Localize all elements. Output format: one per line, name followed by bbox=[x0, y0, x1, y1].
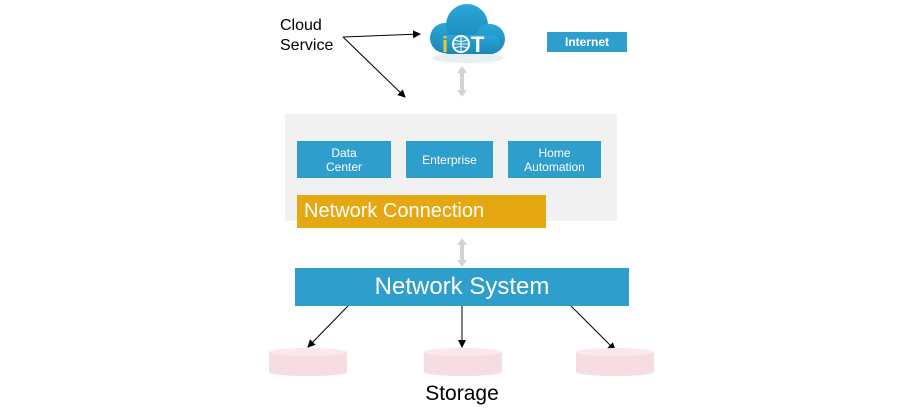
home-automation-box: Home Automation bbox=[508, 141, 601, 178]
data-center-line2: Center bbox=[325, 159, 363, 174]
network-system-bar: Network System bbox=[295, 268, 629, 306]
storage-arrow-left bbox=[307, 305, 349, 348]
svg-text:i: i bbox=[442, 32, 448, 57]
pointer-arrow-to-panel bbox=[342, 36, 406, 98]
home-automation-line1: Home bbox=[538, 145, 571, 160]
double-arrow-icon bbox=[457, 238, 467, 267]
storage-disk-icon bbox=[269, 348, 347, 376]
cloud-service-label-line1: Cloud bbox=[280, 17, 322, 34]
cloud-service-label-line2: Service bbox=[280, 37, 334, 54]
storage-arrow-right bbox=[570, 305, 616, 351]
network-connection-bar: Network Connection bbox=[297, 195, 546, 228]
internet-tag: Internet bbox=[547, 32, 627, 52]
data-center-line1: Data bbox=[331, 145, 357, 160]
pointer-arrow-to-cloud bbox=[342, 30, 421, 39]
data-center-box: Data Center bbox=[297, 141, 391, 178]
storage-label: Storage bbox=[425, 382, 499, 405]
double-arrow-icon bbox=[457, 66, 467, 97]
iot-cloud-icon: i T bbox=[430, 4, 505, 63]
network-connection-label: Network Connection bbox=[304, 200, 485, 222]
enterprise-box: Enterprise bbox=[406, 141, 493, 178]
home-automation-line2: Automation bbox=[524, 159, 585, 174]
network-system-label: Network System bbox=[374, 273, 550, 300]
cloud-service-label: Cloud Service bbox=[280, 16, 333, 56]
enterprise-label: Enterprise bbox=[422, 152, 477, 167]
svg-text:T: T bbox=[471, 32, 485, 57]
storage-disk-icon bbox=[424, 348, 502, 376]
storage-disk-icon bbox=[576, 348, 654, 376]
